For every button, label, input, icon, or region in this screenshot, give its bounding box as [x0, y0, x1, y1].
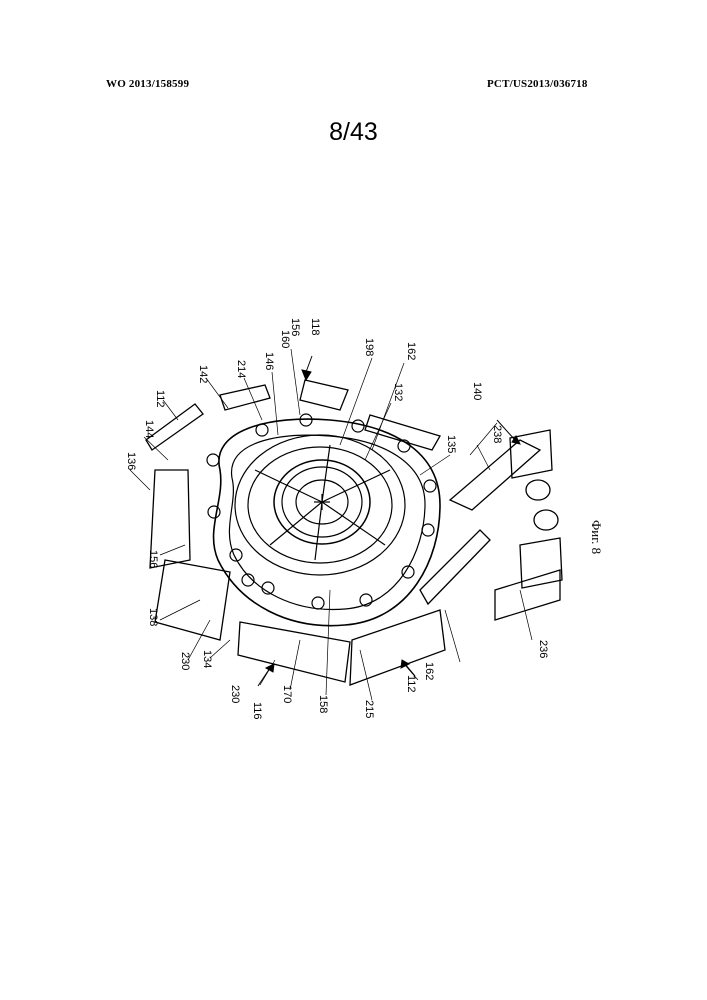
numeral-236: 236	[537, 640, 549, 658]
numeral-238: 238	[491, 425, 503, 443]
numeral-116: 116	[251, 702, 263, 720]
numeral-162-upper: 162	[405, 342, 417, 360]
numeral-198: 198	[363, 338, 375, 356]
numeral-132: 132	[392, 383, 404, 401]
numeral-214: 214	[235, 360, 247, 378]
numeral-142: 142	[197, 365, 209, 383]
numeral-146: 146	[263, 352, 275, 370]
numeral-156-lower: 156	[147, 550, 159, 568]
numeral-134: 134	[201, 650, 213, 668]
figure-caption: Фиг. 8	[589, 520, 604, 554]
numeral-156-upper: 156	[289, 318, 301, 336]
numeral-230-left: 230	[179, 652, 191, 670]
numeral-144: 144	[143, 420, 155, 438]
numeral-170: 170	[281, 685, 293, 703]
numeral-230-middle: 230	[229, 685, 241, 703]
numeral-112-upper: 112	[154, 390, 166, 408]
numeral-118: 118	[309, 318, 321, 336]
leader-lines	[130, 349, 532, 700]
numeral-136: 136	[125, 452, 137, 470]
numeral-215: 215	[363, 700, 375, 718]
numeral-112-lower: 112	[405, 675, 417, 693]
numeral-138: 138	[147, 608, 159, 626]
numeral-158: 158	[317, 695, 329, 713]
numeral-140: 140	[471, 382, 483, 400]
numeral-162-lower: 162	[423, 662, 435, 680]
numeral-135: 135	[445, 435, 457, 453]
